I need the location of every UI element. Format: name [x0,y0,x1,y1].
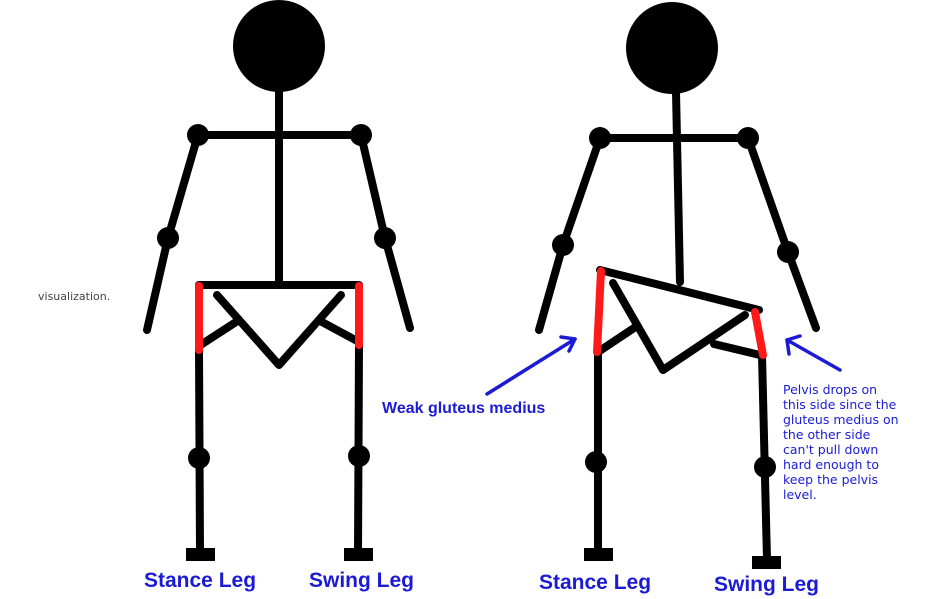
note-line: the other side [783,427,871,442]
note-line: keep the pelvis [783,472,878,487]
right-knee-stance [585,451,607,473]
right-elbow-joint-b [777,241,799,263]
right-shoulder-joint-b [737,127,759,149]
pelvis-drop-note: Pelvis drops on this side since the glut… [783,382,903,502]
right-arm-stance-side [535,134,604,334]
pelvis-drop-arrow [785,334,842,372]
left-head [233,0,325,92]
left-swing-leg-label: Swing Leg [309,569,414,592]
right-spine [672,88,684,286]
note-line: hard enough to [783,457,879,472]
left-shoulder-joint-a [187,124,209,146]
left-foot-stance [186,548,215,561]
weak-gluteus-label: Weak gluteus medius [382,400,545,417]
right-hip-stance-inner [594,324,638,356]
note-line: gluteus medius on [783,412,899,427]
right-shoulder-joint-a [589,127,611,149]
right-gluteus-stance-side [593,267,605,356]
left-hip-stance-inner [195,318,240,350]
note-line: level. [783,487,817,502]
caption-fragment: visualization. [38,290,110,303]
right-pelvis-top [596,266,763,314]
left-hip-swing-inner [318,318,363,346]
left-pelvis-wedge [213,291,345,369]
right-elbow-joint-a [552,234,574,256]
left-foot-swing [344,548,373,561]
left-stance-leg-label: Stance Leg [144,569,256,592]
note-line: Pelvis drops on [783,382,877,397]
left-stick-figure: Stance Leg Swing Leg [143,0,414,592]
left-knee-stance [188,447,210,469]
note-line: can't pull down [783,442,878,457]
left-elbow-joint-a [157,227,179,249]
right-foot-stance [584,548,613,561]
right-stick-figure: Weak gluteus medius Pelvis drops on this… [382,2,903,596]
right-head [626,2,718,94]
right-pelvis-wedge [609,279,749,374]
right-gluteus-swing-side [751,308,767,359]
weak-muscle-arrow [485,335,577,396]
right-arm-swing-side [744,134,820,332]
note-line: this side since the [783,397,897,412]
left-shoulder-joint-b [350,124,372,146]
right-swing-leg-label: Swing Leg [714,573,819,596]
right-stance-leg-label: Stance Leg [539,571,651,594]
left-knee-swing [348,445,370,467]
right-foot-swing [752,556,781,569]
left-elbow-joint-b [374,227,396,249]
right-hip-swing-inner [710,340,764,359]
right-knee-swing [754,456,776,478]
